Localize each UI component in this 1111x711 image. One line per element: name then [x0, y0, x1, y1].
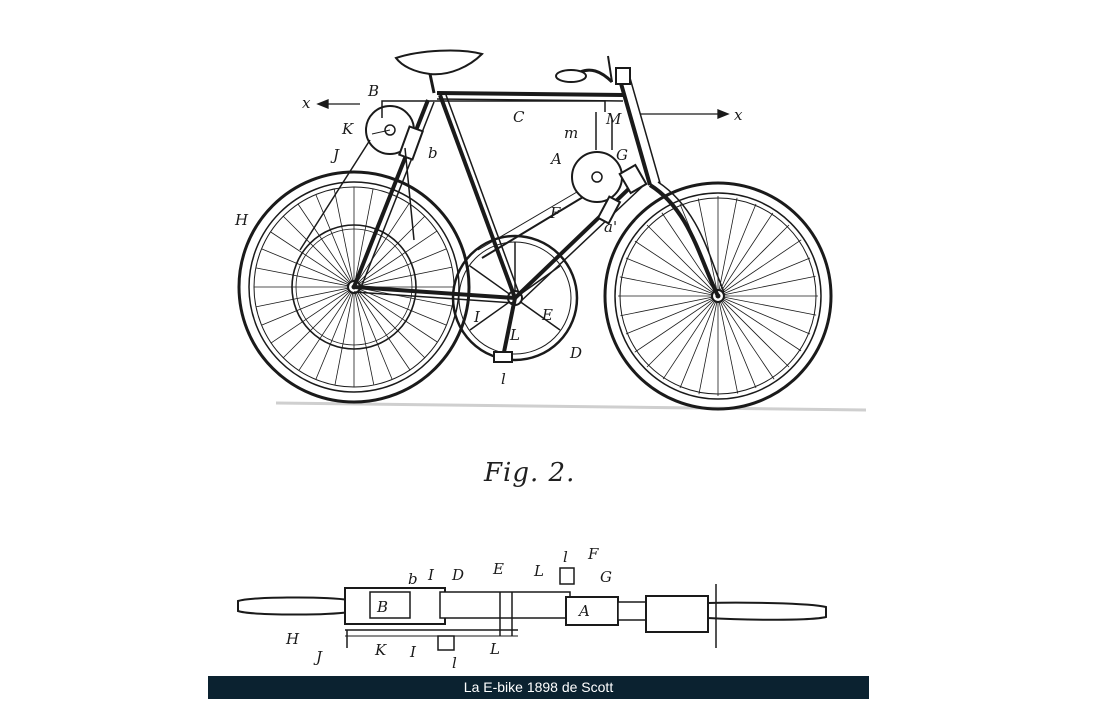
plan-label-G: G: [600, 568, 612, 586]
label-x-right: x: [734, 106, 743, 124]
label-a-prime: a': [604, 218, 617, 236]
label-D: D: [569, 344, 582, 362]
plan-label-b: b: [408, 570, 418, 588]
plan-label-E: E: [492, 560, 504, 578]
plan-label-L-bottom: L: [489, 640, 500, 658]
rear-pulley: [291, 224, 417, 350]
plan-label-I-bottom: I: [409, 643, 417, 661]
plan-label-I: I: [427, 566, 435, 584]
figure-label: Fig. 2.: [484, 458, 576, 488]
plan-label-l-top: l: [563, 548, 568, 566]
crank: [493, 297, 517, 363]
label-M: M: [605, 110, 622, 128]
plan-label-J: J: [313, 648, 323, 666]
front-motor: [571, 151, 648, 225]
label-B: B: [367, 82, 379, 100]
wiring: [381, 100, 613, 150]
plan-view: [237, 567, 827, 651]
direction-arrows: [316, 99, 730, 119]
label-K: K: [341, 120, 354, 138]
plan-view-labels: l F b I D E L G B A H J K I L l: [285, 545, 612, 672]
rear-motor: [299, 105, 424, 251]
plan-label-l-bottom: l: [452, 654, 457, 672]
plan-label-D: D: [451, 566, 464, 584]
label-H: H: [234, 211, 249, 229]
front-wheel: [600, 178, 836, 414]
label-C: C: [513, 108, 525, 126]
label-F: F: [549, 204, 561, 222]
label-x-left: x: [302, 94, 311, 112]
plan-label-A: A: [577, 602, 590, 620]
image-caption: La E-bike 1898 de Scott: [208, 676, 869, 699]
plan-label-F: F: [587, 545, 599, 563]
handlebar: [555, 55, 631, 85]
label-E: E: [541, 306, 553, 324]
label-J: J: [330, 146, 340, 164]
plan-label-H: H: [285, 630, 300, 648]
label-l: l: [501, 370, 506, 388]
side-view-labels: x x B C K J b m M A G F a' H I E L l D: [234, 82, 743, 388]
label-L: L: [509, 326, 520, 344]
ground-line: [275, 401, 867, 412]
saddle: [394, 49, 484, 94]
label-b: b: [428, 144, 438, 162]
plan-label-B: B: [376, 598, 388, 616]
label-G: G: [616, 146, 628, 164]
label-A: A: [549, 150, 562, 168]
label-m: m: [564, 124, 578, 142]
plan-label-K: K: [374, 641, 387, 659]
plan-label-L: L: [533, 562, 544, 580]
label-I: I: [473, 308, 481, 326]
